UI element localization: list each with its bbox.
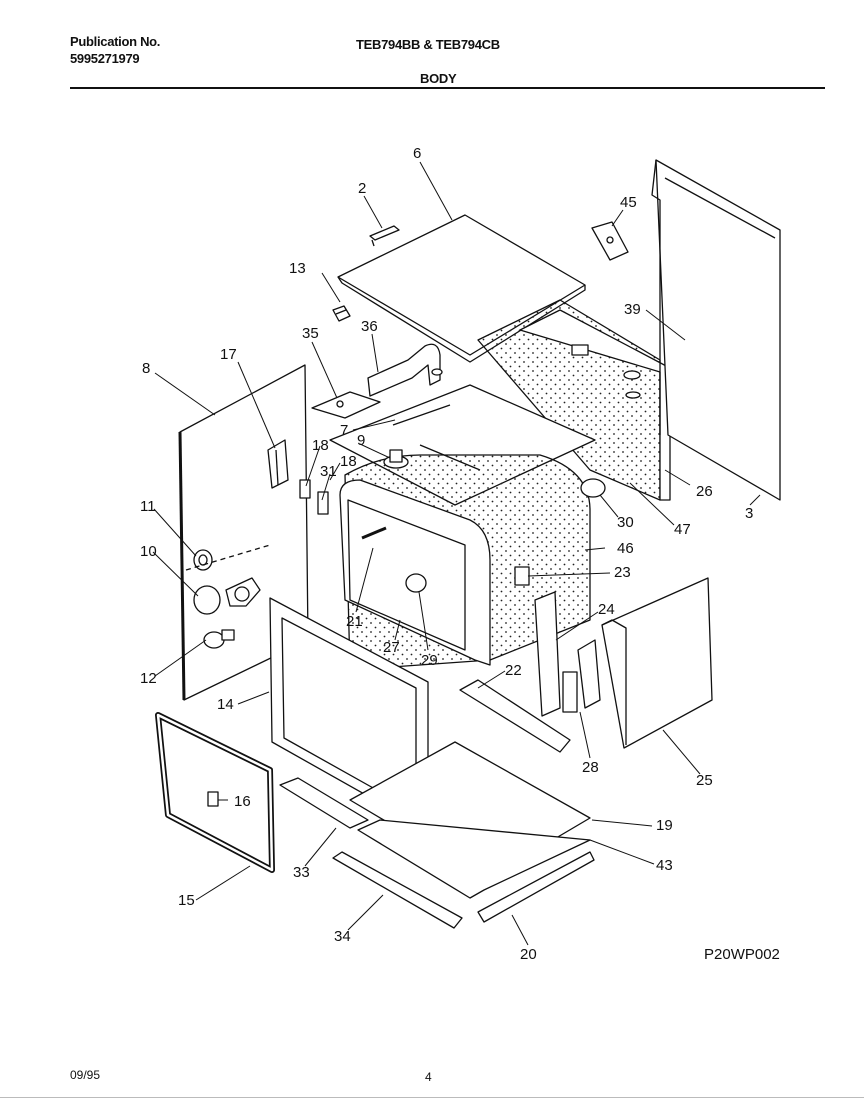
page-number: 4 <box>425 1070 432 1084</box>
bracket-part <box>369 225 400 247</box>
base-rail-part <box>477 851 595 923</box>
callout-47: 47 <box>674 521 691 538</box>
figure-code: P20WP002 <box>704 946 780 963</box>
publication-label: Publication No. <box>70 34 161 49</box>
bottom-bracket-part <box>459 679 571 753</box>
clip-part <box>332 305 351 322</box>
callout-14: 14 <box>217 696 234 713</box>
leader-lines <box>152 161 761 946</box>
vent-duct-part <box>367 343 443 397</box>
callout-17: 17 <box>220 346 237 363</box>
hinge-bracket-part <box>299 479 329 515</box>
terminal-block-part <box>514 566 530 586</box>
callout-2: 2 <box>358 180 366 197</box>
support-bracket-part <box>534 591 561 717</box>
duct-bracket-part <box>311 391 381 419</box>
right-side-panel-part <box>601 577 713 749</box>
callout-15: 15 <box>178 892 195 909</box>
light-lens-part <box>405 573 427 593</box>
grommet-part <box>193 549 213 571</box>
publication-number: 5995271979 <box>70 51 140 66</box>
callout-21: 21 <box>346 613 363 630</box>
latch-part <box>562 639 601 713</box>
section-title: BODY <box>420 71 457 86</box>
toe-strip-part <box>332 851 463 929</box>
vent-cap-part <box>580 478 606 498</box>
front-trim-part <box>279 777 369 829</box>
callout-6: 6 <box>413 145 421 162</box>
oven-cavity-part <box>339 454 591 671</box>
callout-25: 25 <box>696 772 713 789</box>
callout-7: 7 <box>340 422 348 439</box>
oven-element-part <box>361 526 387 540</box>
mount-plate-part <box>591 221 629 261</box>
callout-45: 45 <box>620 194 637 211</box>
callout-33: 33 <box>293 864 310 881</box>
callout-35: 35 <box>302 325 319 342</box>
callout-30: 30 <box>617 514 634 531</box>
callout-24: 24 <box>598 601 615 618</box>
callout-23: 23 <box>614 564 631 581</box>
callout-12: 12 <box>140 670 157 687</box>
callout-18b: 18 <box>340 453 357 470</box>
callout-26: 26 <box>696 483 713 500</box>
callout-20: 20 <box>520 946 537 963</box>
callout-31: 31 <box>320 463 337 480</box>
lamp-socket-part <box>185 544 271 615</box>
callout-43: 43 <box>656 857 673 874</box>
door-gasket-part <box>155 712 275 873</box>
header-rule <box>70 87 825 89</box>
callout-29: 29 <box>421 652 438 669</box>
callout-11: 11 <box>140 498 156 515</box>
callout-18a: 18 <box>312 437 329 454</box>
callout-9: 9 <box>357 432 365 449</box>
callout-39: 39 <box>624 301 641 318</box>
callout-27: 27 <box>383 639 400 656</box>
callout-13: 13 <box>289 260 306 277</box>
callout-36: 36 <box>361 318 378 335</box>
callout-28: 28 <box>582 759 599 776</box>
callout-3: 3 <box>745 505 753 522</box>
callout-16: 16 <box>234 793 251 810</box>
callout-34: 34 <box>334 928 351 945</box>
footer-date: 09/95 <box>70 1068 101 1082</box>
callout-46: 46 <box>617 540 634 557</box>
rear-panel-part <box>651 159 781 501</box>
gasket-clip-part <box>207 791 219 807</box>
kick-plate-part <box>357 819 591 899</box>
callout-10: 10 <box>140 543 157 560</box>
callout-19: 19 <box>656 817 673 834</box>
sensor-part <box>383 449 409 469</box>
callout-8: 8 <box>142 360 150 377</box>
callout-22: 22 <box>505 662 522 679</box>
lamp-bulb-part <box>203 629 235 649</box>
model-numbers: TEB794BB & TEB794CB <box>356 37 500 52</box>
side-strip-part <box>267 439 289 489</box>
bottom-rule <box>0 1097 864 1098</box>
